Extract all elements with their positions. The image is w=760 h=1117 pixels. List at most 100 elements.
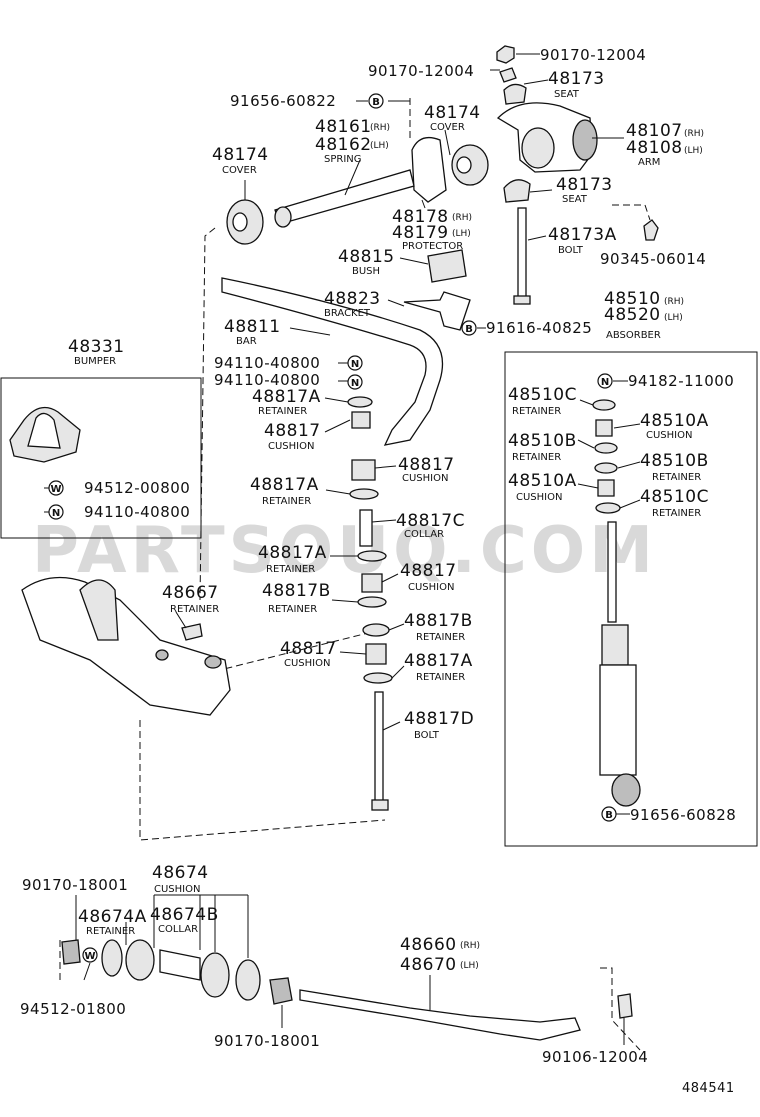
bolt-symbol-absorber: B (601, 806, 617, 822)
label-p-91656-60828: 91656-60828 (630, 806, 736, 824)
leader (421, 199, 426, 209)
bracket-icon (403, 291, 471, 331)
label-retainer-8: RETAINER (86, 926, 135, 937)
label-rh: (RH) (684, 129, 704, 139)
nut-bottom-left-icon (61, 939, 81, 965)
lower-arm-hole-2-icon (155, 649, 169, 661)
leader (388, 623, 405, 631)
label-retainer-5: RETAINER (170, 604, 219, 615)
label-p-48817C: 48817C (396, 511, 465, 531)
absorber-inset-frame (504, 351, 758, 847)
label-p-90345-06014: 90345-06014 (600, 250, 706, 268)
label-retainer-6: RETAINER (416, 632, 465, 643)
label-cushion-a-top: CUSHION (646, 430, 692, 441)
lower-arm-icon (21, 576, 231, 716)
dash-line-bottom (139, 720, 386, 841)
bolt-symbol-2: B (461, 320, 477, 336)
label-bolt-top: BOLT (558, 245, 584, 256)
label-p-48510B-left: 48510B (508, 431, 577, 451)
leader (381, 573, 399, 583)
arm-bushing-icon (521, 127, 555, 169)
stabilizer-bolt-head-icon (371, 799, 389, 811)
label-seat-mid: SEAT (562, 194, 588, 205)
strut-cushion-2-icon (200, 952, 230, 998)
washer-symbol-bottom: W (82, 947, 98, 963)
absorber-eye-icon (611, 773, 641, 807)
leader (289, 327, 331, 336)
label-p-48817A-3: 48817A (258, 543, 327, 563)
absorber-rod-icon (607, 521, 617, 623)
nut-symbol-1: N (347, 355, 363, 371)
label-p-48815: 48815 (338, 247, 395, 267)
leader (382, 721, 401, 731)
leader (577, 439, 595, 449)
label-p-48674: 48674 (152, 863, 209, 883)
label-bumper: BUMPER (74, 356, 116, 367)
leader (523, 79, 549, 85)
label-lh: (LH) (664, 313, 683, 323)
label-cushion-4: CUSHION (284, 658, 330, 669)
bumper-body-icon (27, 412, 61, 449)
retainer-4-icon (357, 596, 387, 608)
retainer-48667-icon (181, 623, 203, 641)
leader (344, 159, 361, 196)
label-p-48670: 48670 (400, 955, 457, 975)
label-p-48817-1: 48817 (264, 421, 321, 441)
label-cushion-3: CUSHION (408, 582, 454, 593)
label-spring: SPRING (324, 154, 362, 165)
svg-text:N: N (351, 359, 359, 370)
leader (324, 397, 349, 403)
absorber-retainer-b-icon (594, 442, 618, 454)
retainer-5-icon (362, 623, 390, 637)
label-p-91656-60822: 91656-60822 (230, 92, 336, 110)
label-p-48162: 48162 (315, 135, 372, 155)
label-p-48817-3: 48817 (400, 561, 457, 581)
strut-collar-icon (159, 949, 201, 981)
bolt-head-icon (513, 295, 531, 305)
leader (579, 399, 594, 406)
label-rh: (RH) (664, 297, 684, 307)
label-p-94182-11000: 94182-11000 (628, 372, 734, 390)
torsion-end-icon (274, 206, 292, 228)
label-p-94512-01800: 94512-01800 (20, 1000, 126, 1018)
diagram-number: 484541 (682, 1081, 735, 1096)
label-p-48510C-right: 48510C (640, 487, 709, 507)
cover-right-hole-icon (456, 156, 472, 174)
label-p-48674B: 48674B (150, 905, 219, 925)
label-absorber: ABSORBER (606, 330, 661, 341)
leader (331, 599, 359, 603)
svg-text:B: B (372, 97, 380, 108)
retainer-3-icon (357, 550, 387, 562)
nut-symbol-2: N (347, 374, 363, 390)
dash-line-rod (600, 967, 641, 1051)
bolt-icon (517, 207, 527, 301)
strut-cushion-icon (125, 939, 155, 981)
label-bar: BAR (236, 336, 257, 347)
label-retainer-b-right: RETAINER (652, 472, 701, 483)
label-lh: (LH) (684, 146, 703, 156)
retainer-2-icon (349, 488, 379, 500)
seat-icon (503, 83, 527, 105)
lower-arm-hole-icon (204, 655, 222, 669)
label-p-48817-4: 48817 (280, 639, 337, 659)
washer-symbol-bumper: W (48, 480, 64, 496)
stabilizer-bar-icon (221, 277, 444, 446)
label-cover-right: COVER (430, 122, 465, 133)
leader (339, 651, 367, 655)
label-p-48817A-1: 48817A (252, 387, 321, 407)
leader (374, 465, 397, 469)
label-retainer-2: RETAINER (262, 496, 311, 507)
leader (399, 257, 429, 265)
label-p-48179: 48179 (392, 223, 449, 243)
leader (619, 499, 641, 509)
absorber-body-icon (599, 664, 637, 776)
label-retainer-c-right: RETAINER (652, 508, 701, 519)
retainer-6-icon (363, 672, 393, 684)
strut-rod-icon (299, 989, 581, 1041)
svg-text:W: W (84, 951, 95, 962)
label-p-48174-left: 48174 (212, 145, 269, 165)
label-p-94512-00800: 94512-00800 (84, 479, 190, 497)
nut-bottom-mid-icon (269, 977, 293, 1005)
leader (371, 519, 397, 523)
